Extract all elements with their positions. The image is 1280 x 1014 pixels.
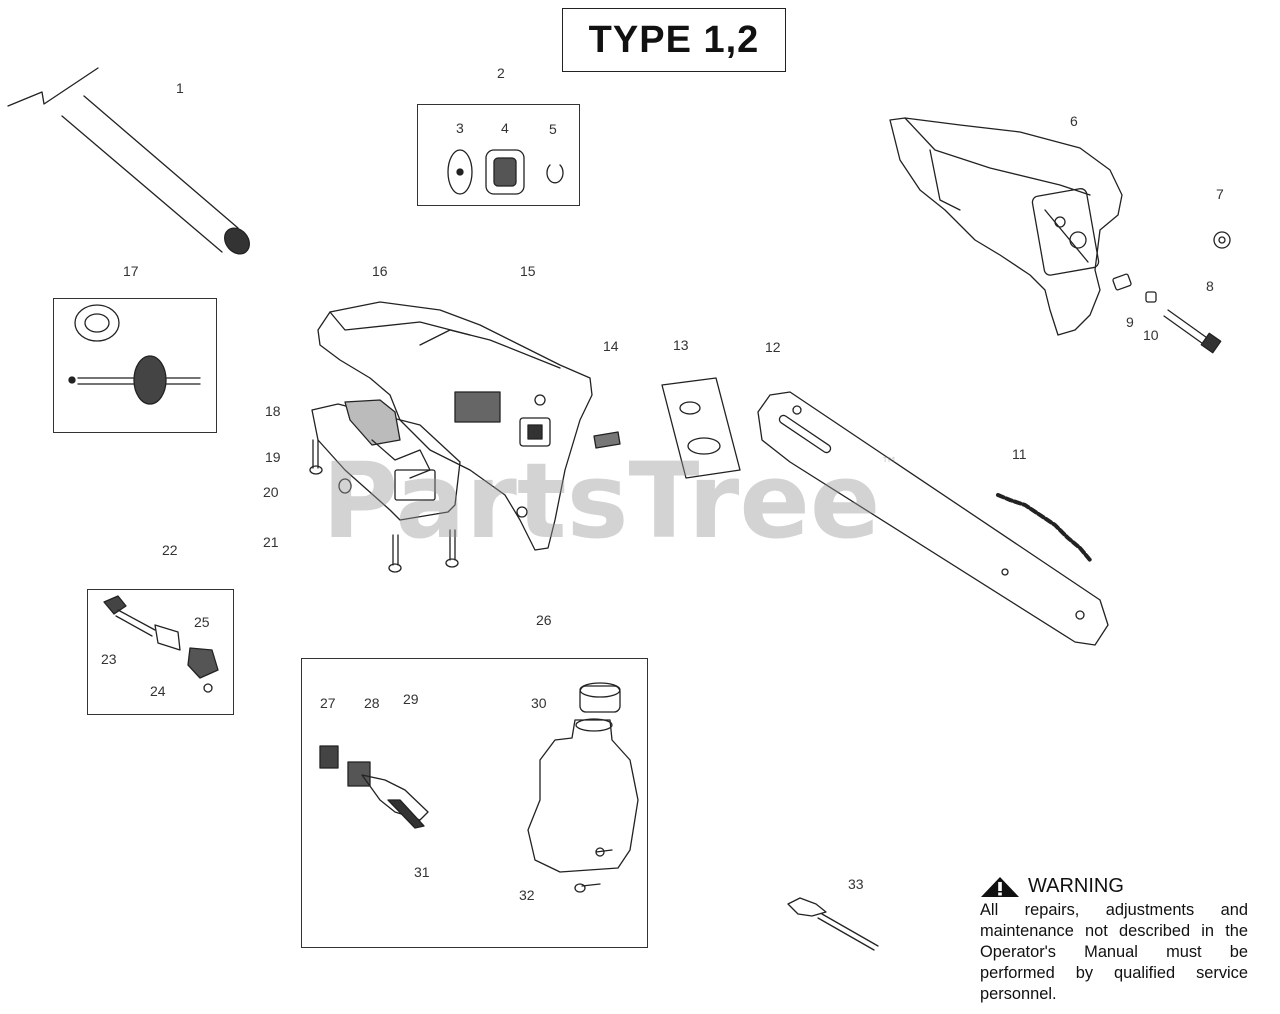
callout-27: 27 — [320, 695, 336, 711]
callout-29: 29 — [403, 691, 419, 707]
callout-12: 12 — [765, 339, 781, 355]
callout-23: 23 — [101, 651, 117, 667]
part-26-oil-tank-kit — [319, 682, 639, 893]
callout-25: 25 — [194, 614, 210, 630]
part-7-nut — [1213, 231, 1231, 249]
callout-4: 4 — [501, 120, 509, 136]
callout-15: 15 — [520, 263, 536, 279]
warning-text: All repairs, adjustments and maintenance… — [980, 901, 1248, 1003]
callout-31: 31 — [414, 864, 430, 880]
callout-18: 18 — [265, 403, 281, 419]
diagram-title: TYPE 1,2 — [562, 8, 786, 72]
callout-32: 32 — [519, 887, 535, 903]
callout-7: 7 — [1216, 186, 1224, 202]
callout-22: 22 — [162, 542, 178, 558]
part-26-box — [301, 658, 648, 948]
part-6-housing — [889, 117, 1123, 336]
callout-1: 1 — [176, 80, 184, 96]
callout-11: 11 — [1012, 446, 1027, 462]
part-15-16-main-body — [317, 301, 621, 551]
part-2-sprocket-group — [447, 149, 564, 195]
callout-14: 14 — [603, 338, 619, 354]
callout-9: 9 — [1126, 314, 1134, 330]
callout-10: 10 — [1143, 327, 1159, 343]
part-18-side-cover — [311, 399, 461, 521]
part-22-box — [87, 589, 234, 715]
part-11-chain — [996, 493, 1092, 562]
screws-19-20-21 — [309, 439, 459, 573]
part-12-guide-bar — [757, 391, 1109, 646]
callout-5: 5 — [549, 121, 557, 137]
part-17-box — [53, 298, 217, 433]
warning-heading: WARNING — [980, 875, 1248, 898]
part-13-plate — [661, 377, 741, 479]
callout-16: 16 — [372, 263, 388, 279]
callout-8: 8 — [1206, 278, 1214, 294]
callout-17: 17 — [123, 263, 139, 279]
part-1-tube — [7, 67, 250, 255]
watermark: PartsTree™ — [322, 440, 899, 562]
callout-24: 24 — [150, 683, 166, 699]
callout-13: 13 — [673, 337, 689, 353]
part-2-box — [417, 104, 580, 206]
callout-33: 33 — [848, 876, 864, 892]
callout-20: 20 — [263, 484, 279, 500]
callout-3: 3 — [456, 120, 464, 136]
callout-26: 26 — [536, 612, 552, 628]
part-22-oil-pump — [103, 595, 219, 693]
callout-2: 2 — [497, 65, 505, 81]
callout-19: 19 — [265, 449, 281, 465]
callout-6: 6 — [1070, 113, 1078, 129]
callout-28: 28 — [364, 695, 380, 711]
callout-21: 21 — [263, 534, 279, 550]
callout-30: 30 — [531, 695, 547, 711]
warning-notice: WARNING All repairs, adjustments and mai… — [980, 875, 1248, 1005]
part-17-sprocket-assembly — [68, 304, 201, 405]
warning-title: WARNING — [1028, 875, 1124, 897]
warning-triangle-icon — [981, 876, 1019, 897]
part-9-10-11-bolt — [1112, 273, 1222, 354]
part-33-wrench — [787, 897, 879, 951]
